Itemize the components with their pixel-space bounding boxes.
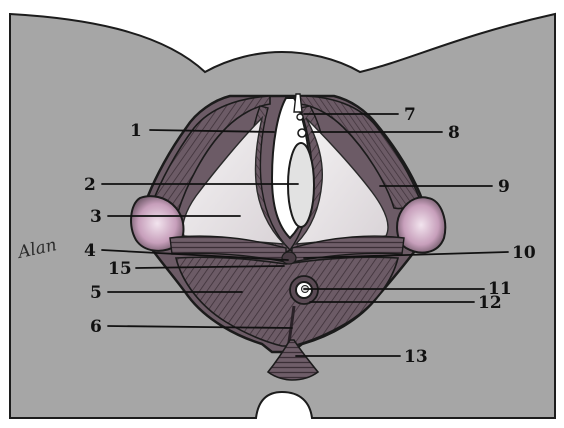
label-15: 15	[108, 259, 132, 279]
urethral-meatus	[298, 129, 306, 137]
label-5: 5	[90, 283, 102, 303]
right-ischial-tuberosity	[397, 197, 445, 252]
label-1: 1	[130, 121, 142, 141]
label-13: 13	[404, 347, 428, 367]
label-6: 6	[90, 317, 102, 337]
label-2: 2	[84, 175, 96, 195]
vaginal-orifice	[288, 143, 314, 227]
perineal-body	[282, 252, 296, 264]
label-9: 9	[498, 177, 510, 197]
label-4: 4	[84, 241, 96, 261]
label-3: 3	[90, 207, 102, 227]
urethral-opening-upper	[297, 114, 303, 120]
label-12: 12	[478, 293, 502, 313]
label-7: 7	[404, 105, 416, 125]
label-8: 8	[448, 123, 460, 143]
label-10: 10	[512, 243, 536, 263]
clitoris	[294, 94, 302, 112]
